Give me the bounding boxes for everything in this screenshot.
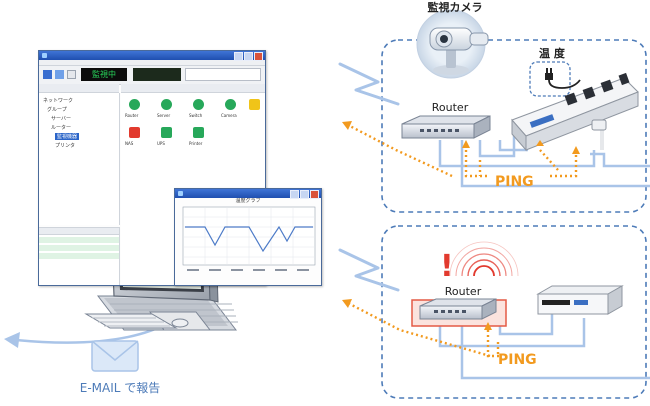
device-status-icon[interactable] [129, 127, 140, 138]
mouse [171, 318, 189, 328]
graph-minimize-button[interactable] [290, 190, 299, 199]
monitoring-app-titlebar[interactable] [39, 51, 265, 61]
device-label: UPS [157, 141, 165, 146]
top-ping-label: PING [495, 174, 534, 190]
play-button[interactable] [43, 70, 52, 79]
device-status-icon[interactable] [249, 99, 260, 110]
tree-item[interactable]: サーバー [51, 116, 71, 122]
left-pane-header [39, 84, 119, 93]
bottom-ping-arrows [345, 300, 500, 358]
email-label: E-MAIL で報告 [80, 381, 161, 395]
email-report: E-MAIL で報告 [4, 320, 171, 395]
temperature-chart [182, 206, 316, 271]
device-label: Camera [221, 113, 237, 118]
bottom-wan-link [338, 248, 400, 292]
device-status-icon[interactable] [129, 99, 140, 110]
pause-button[interactable] [55, 70, 64, 79]
bottom-ping-label: PING [498, 352, 537, 368]
power-strip-monitor [511, 72, 639, 152]
bottom-network-group: ! Router [338, 225, 650, 399]
graph-app-icon [178, 191, 183, 196]
bottom-ping-arrowheads [342, 299, 492, 330]
device-status-icon[interactable] [193, 127, 204, 138]
device-status-icon[interactable] [225, 99, 236, 110]
top-network-cables [438, 120, 650, 188]
device-label: Switch [189, 113, 203, 118]
close-button[interactable] [254, 52, 263, 61]
status-display: 監視中 [81, 68, 127, 81]
top-ping-arrows [345, 122, 578, 178]
top-network-boundary [381, 39, 647, 213]
alert-waves [449, 241, 519, 277]
event-list[interactable] [39, 227, 120, 285]
graph-window[interactable]: 温度グラフ [174, 188, 322, 286]
graph-close-button[interactable] [310, 190, 319, 199]
alert-mark: ! [440, 249, 454, 284]
tree-item[interactable]: プリンタ [55, 143, 76, 149]
camera-label: 監視カメラ [428, 0, 483, 14]
minimize-button[interactable] [234, 52, 243, 61]
device-status-icon[interactable] [161, 127, 172, 138]
temperature-sensor-icon [545, 68, 581, 89]
device-tree[interactable]: ネットワーク グループ サーバー ルーター 監視機器 プリンタ [39, 93, 120, 225]
tree-item[interactable]: グループ [47, 107, 67, 113]
tree-item[interactable]: ネットワーク [43, 98, 74, 104]
graph-chart-title: 温度グラフ [235, 198, 261, 204]
status-counter-panel [185, 68, 261, 81]
top-router [401, 115, 491, 139]
top-router-label: Router [432, 101, 469, 114]
graph-window-controls [290, 190, 319, 199]
device-label: NAS [125, 141, 134, 146]
top-network-group: 監視カメラ 温 度 [338, 0, 650, 213]
device-status-icon[interactable] [193, 99, 204, 110]
device-status-icon[interactable] [161, 99, 172, 110]
menu-bar [39, 60, 265, 66]
envelope-icon [91, 340, 139, 372]
surveillance-camera [416, 9, 489, 79]
device-pane-tabs [121, 84, 265, 93]
maximize-button[interactable] [244, 52, 253, 61]
app-toolbar: 監視中 [39, 66, 265, 85]
top-ping-arrowheads [342, 121, 580, 154]
tree-item-selected[interactable]: 監視機器 [55, 133, 80, 140]
temperature-label: 温 度 [539, 46, 566, 60]
temperature-series-line [185, 225, 313, 253]
top-wan-link [338, 62, 400, 106]
device-label: Printer [189, 141, 203, 146]
temperature-sensor-box [529, 61, 571, 97]
status-led-panel [133, 68, 181, 81]
tree-item[interactable]: ルーター [51, 125, 72, 131]
monitoring-appliance [536, 285, 624, 315]
keyboard [84, 313, 178, 329]
bottom-network-boundary [381, 225, 647, 399]
graph-maximize-button[interactable] [300, 190, 309, 199]
app-icon [42, 53, 47, 58]
window-controls [234, 52, 263, 61]
device-label: Router [125, 113, 139, 118]
stop-button[interactable] [67, 70, 76, 79]
graph-window-titlebar[interactable] [175, 189, 321, 199]
bottom-router [419, 298, 497, 320]
bottom-network-cables [438, 312, 650, 380]
bottom-router-label: Router [445, 285, 482, 298]
device-label: Server [157, 113, 171, 118]
